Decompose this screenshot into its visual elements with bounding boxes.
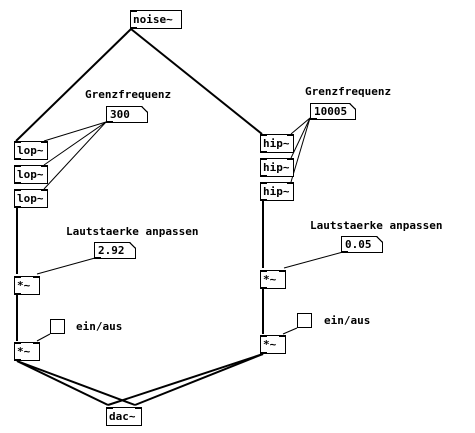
multiply-left-gain-label: *~ <box>17 279 31 292</box>
hip-object-2-label: hip~ <box>263 161 290 174</box>
cord-toggle-left <box>36 333 51 342</box>
noise-object-label: noise~ <box>133 13 173 26</box>
cord-cutoff-left-lop2 <box>43 121 107 166</box>
multiply-right-gain[interactable]: *~ <box>260 270 286 289</box>
cord-gain-left <box>36 257 96 275</box>
cutoff-right-comment: Grenzfrequenz <box>305 85 392 98</box>
gain-left-comment: Lautstaerke anpassen <box>66 225 199 238</box>
lop-object-2[interactable]: lop~ <box>14 165 48 184</box>
hip-object-1-label: hip~ <box>263 137 290 150</box>
cord-noise-to-lop <box>15 28 132 142</box>
multiply-left-switch-label: *~ <box>17 345 31 358</box>
noise-object[interactable]: noise~ <box>130 10 182 29</box>
cutoff-left-value: 300 <box>110 108 130 121</box>
cord-cutoff-right-hip1 <box>290 117 311 135</box>
cord-toggle-right <box>282 327 298 335</box>
cord-left-to-dac-l <box>16 360 109 406</box>
cord-noise-to-hip <box>130 28 263 135</box>
multiply-right-gain-label: *~ <box>263 273 277 286</box>
toggle-right[interactable] <box>297 313 312 328</box>
cord-left-to-dac-r <box>16 360 136 406</box>
multiply-right-switch-label: *~ <box>263 338 277 351</box>
toggle-right-comment: ein/aus <box>324 314 371 327</box>
multiply-left-switch[interactable]: *~ <box>14 342 40 361</box>
cord-right-to-dac-r <box>134 353 264 406</box>
gain-right-value: 0.05 <box>345 238 372 251</box>
lop-object-2-label: lop~ <box>17 168 44 181</box>
lop-object-1[interactable]: lop~ <box>14 141 48 160</box>
gain-left-number[interactable]: 2.92 <box>94 242 136 259</box>
cord-cutoff-left-lop3 <box>43 121 107 190</box>
hip-object-1[interactable]: hip~ <box>260 134 294 153</box>
cord-right-to-dac-l <box>107 353 264 406</box>
gain-left-value: 2.92 <box>98 244 125 257</box>
cutoff-right-value: 10005 <box>314 105 348 118</box>
cord-gain-right <box>283 251 344 269</box>
dac-object[interactable]: dac~ <box>106 407 142 426</box>
cutoff-left-comment: Grenzfrequenz <box>85 88 172 101</box>
gain-right-number[interactable]: 0.05 <box>341 236 383 253</box>
cord-cutoff-left-lop1 <box>43 121 107 142</box>
cutoff-right-number[interactable]: 10005 <box>310 103 356 120</box>
hip-object-2[interactable]: hip~ <box>260 158 294 177</box>
toggle-left[interactable] <box>50 319 65 334</box>
hip-object-3-label: hip~ <box>263 185 290 198</box>
cutoff-left-number[interactable]: 300 <box>106 106 148 123</box>
dac-object-label: dac~ <box>109 410 136 423</box>
cord-cutoff-right-hip3 <box>290 117 311 183</box>
multiply-left-gain[interactable]: *~ <box>14 276 40 295</box>
lop-object-3-label: lop~ <box>17 192 44 205</box>
lop-object-3[interactable]: lop~ <box>14 189 48 208</box>
cord-cutoff-right-hip2 <box>290 117 311 159</box>
toggle-left-comment: ein/aus <box>76 320 123 333</box>
gain-right-comment: Lautstaerke anpassen <box>310 219 443 232</box>
hip-object-3[interactable]: hip~ <box>260 182 294 201</box>
lop-object-1-label: lop~ <box>17 144 44 157</box>
multiply-right-switch[interactable]: *~ <box>260 335 286 354</box>
